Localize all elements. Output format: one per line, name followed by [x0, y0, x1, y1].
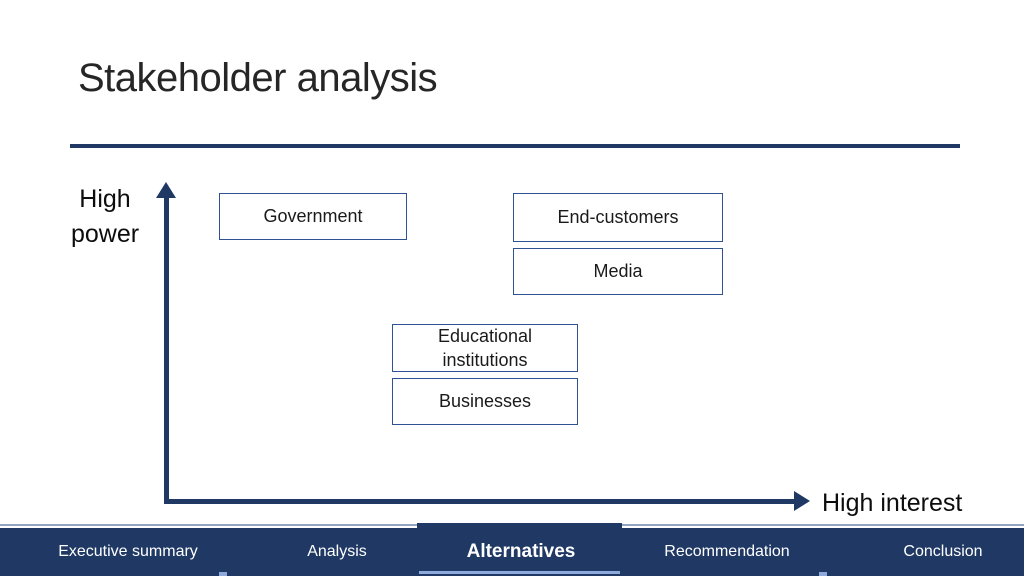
title-divider: [70, 144, 960, 148]
nav-item-conclusion[interactable]: Conclusion: [903, 543, 983, 560]
section-separator: [819, 572, 827, 576]
x-axis-label: High interest: [822, 489, 963, 517]
y-axis-arrow-icon: [156, 182, 176, 198]
stakeholder-box-end-customers: End-customers: [513, 193, 723, 242]
stakeholder-box-educational-institutions: Educational institutions: [392, 324, 578, 372]
nav-item-executive-summary[interactable]: Executive summary: [58, 543, 198, 560]
active-section-tab: [417, 523, 622, 576]
nav-item-analysis[interactable]: Analysis: [307, 543, 367, 560]
section-separator: [219, 572, 227, 576]
y-axis-label: High power: [70, 185, 140, 248]
x-axis-line: [164, 499, 796, 504]
stakeholder-box-media: Media: [513, 248, 723, 295]
x-axis-arrow-icon: [794, 491, 810, 511]
nav-item-alternatives[interactable]: Alternatives: [466, 541, 576, 562]
page-title: Stakeholder analysis: [78, 56, 438, 100]
y-axis-line: [164, 194, 169, 504]
stakeholder-box-government: Government: [219, 193, 407, 240]
active-section-underline: [419, 571, 620, 574]
nav-item-recommendation[interactable]: Recommendation: [664, 543, 790, 560]
stakeholder-box-businesses: Businesses: [392, 378, 578, 425]
